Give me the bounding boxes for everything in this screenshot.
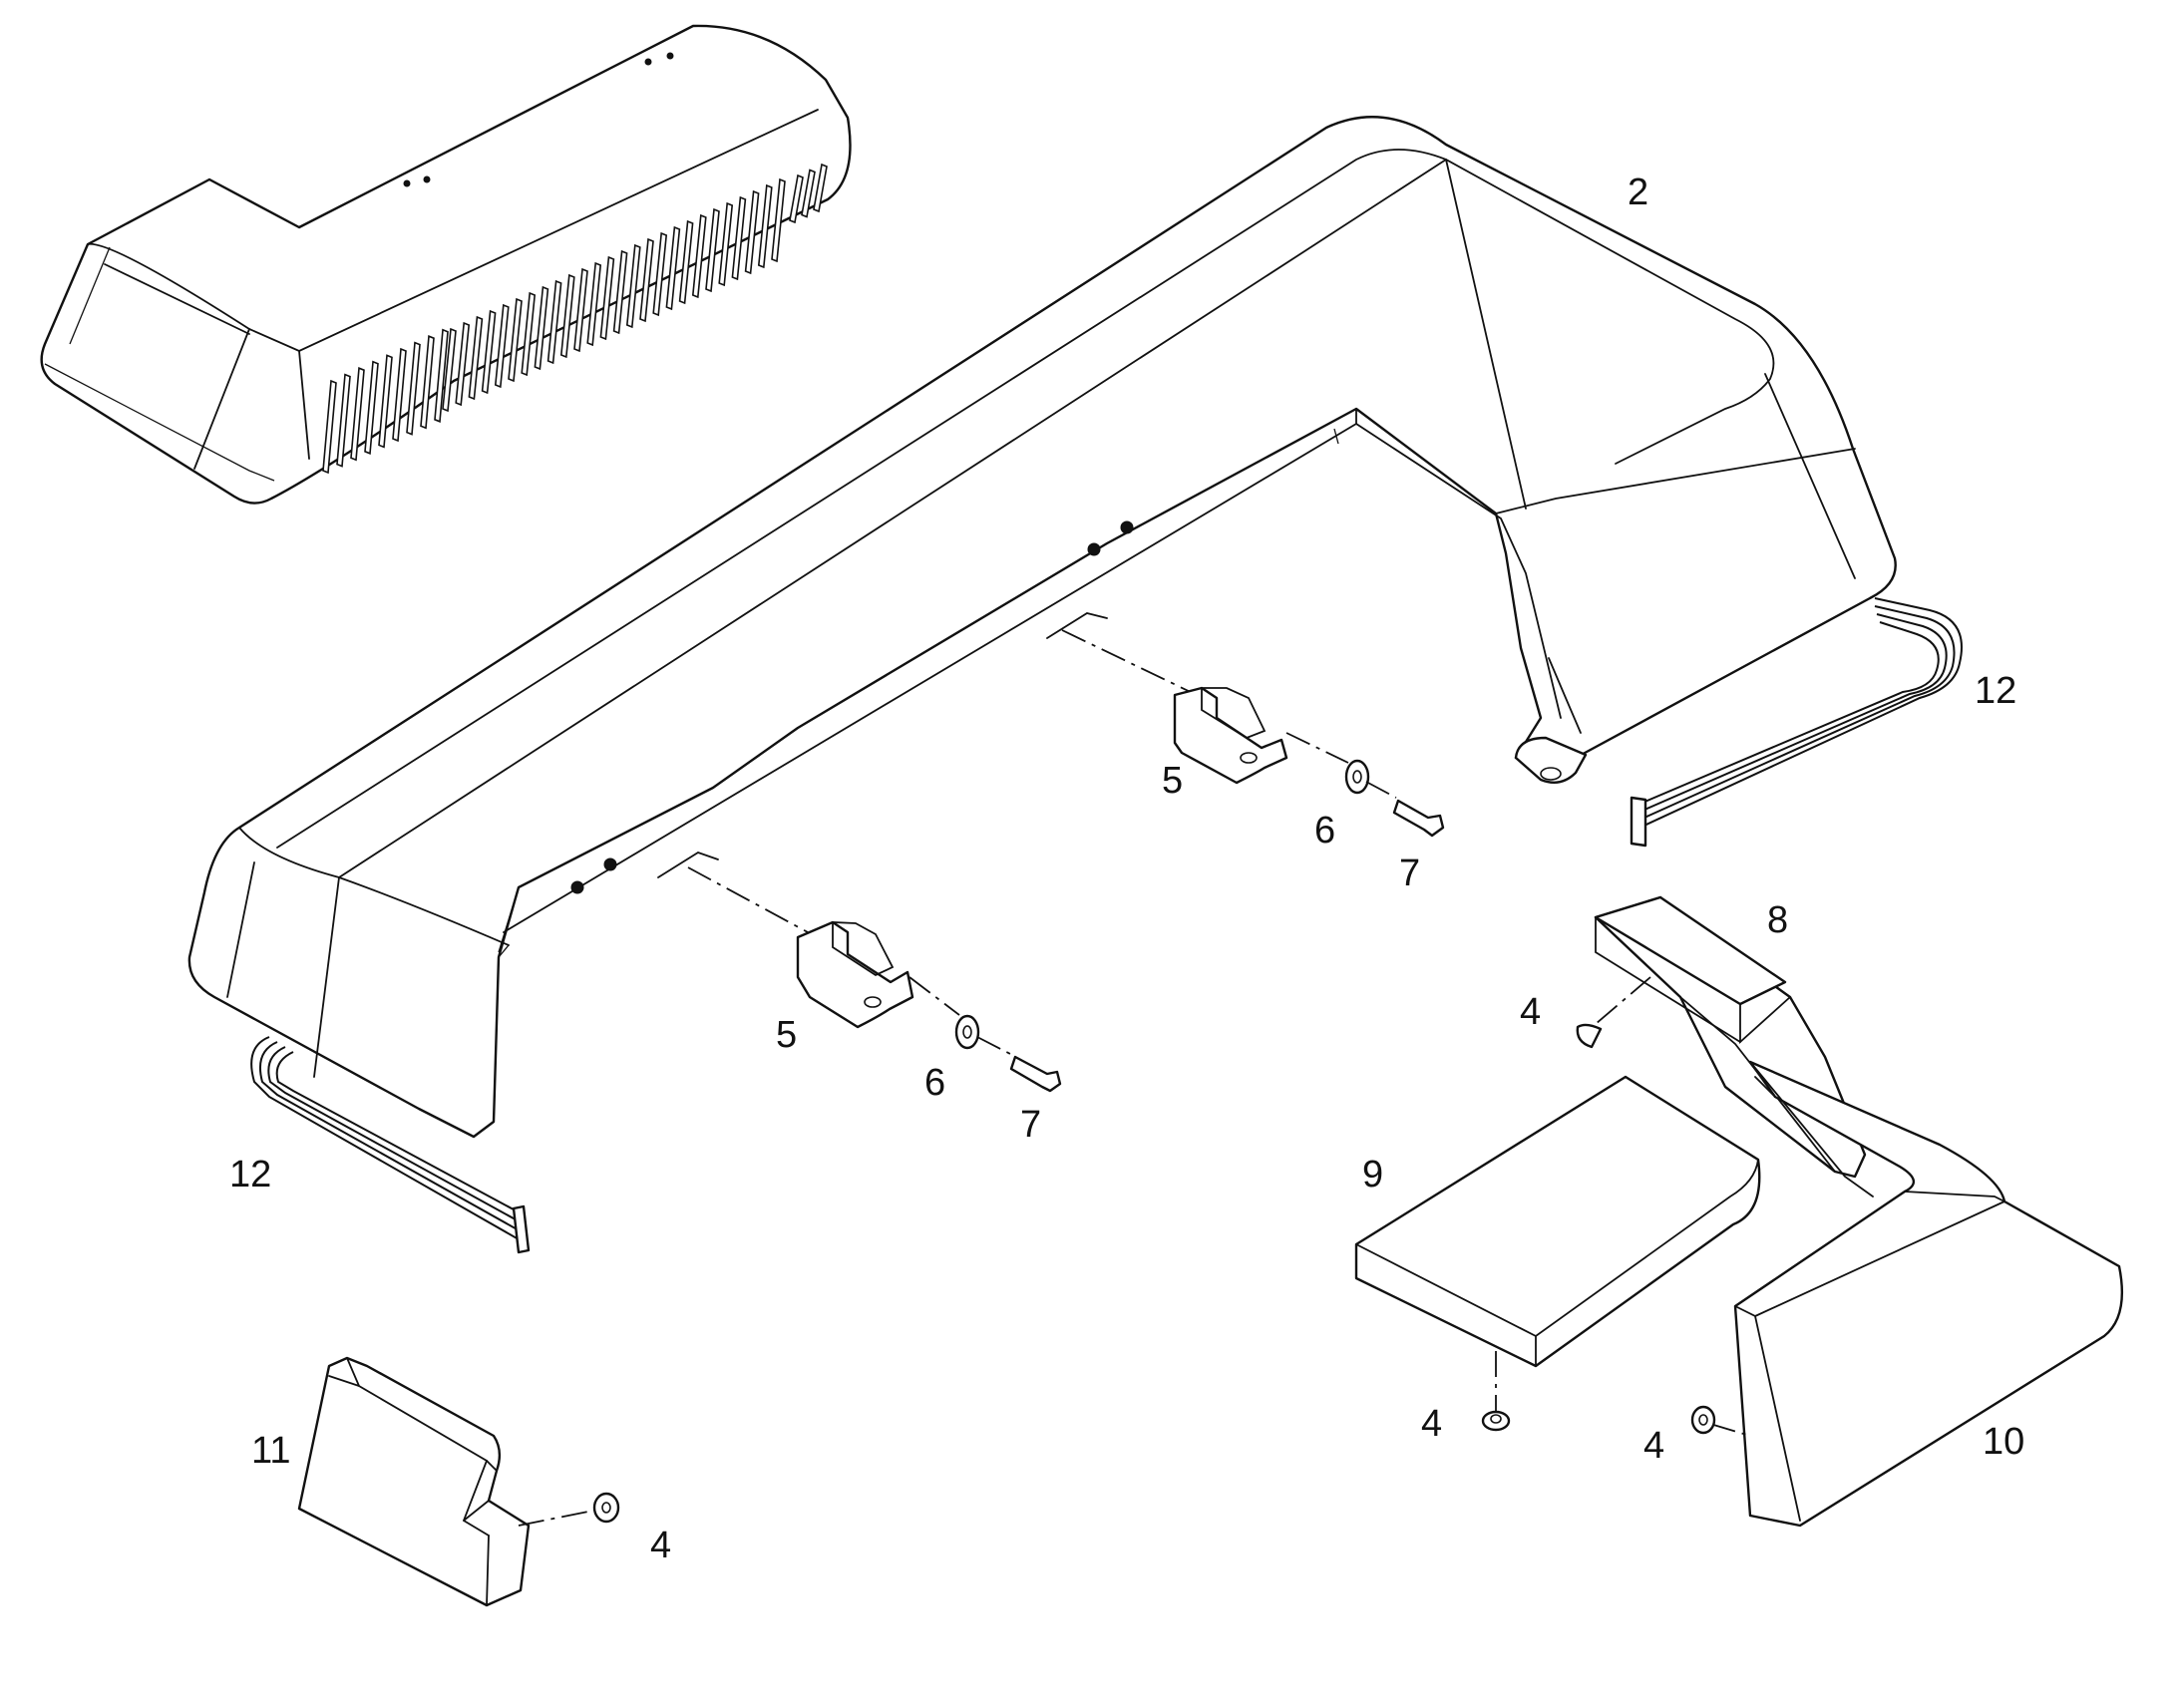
callout-5-lower: 5: [776, 1014, 797, 1056]
vent-slot: [406, 341, 421, 436]
vent-slot: [625, 243, 641, 329]
main-hood: [187, 116, 1897, 1139]
flat-panel: [1354, 1075, 1761, 1432]
vent-slot: [434, 328, 449, 423]
vent-slot: [801, 169, 816, 218]
callout-4-part8: 4: [1520, 991, 1541, 1033]
callout-11: 11: [251, 1430, 290, 1472]
vent-slot: [639, 237, 654, 323]
callout-5-upper: 5: [1162, 760, 1183, 802]
callout-10: 10: [1983, 1421, 2024, 1463]
callout-9: 9: [1362, 1154, 1383, 1196]
callout-12-left: 12: [229, 1154, 271, 1196]
callout-4-part11: 4: [650, 1525, 671, 1566]
vent-slot: [521, 291, 537, 377]
callout-6-upper: 6: [1314, 810, 1335, 852]
vent-slot: [691, 213, 707, 299]
vent-slot: [731, 195, 747, 281]
vent-slot: [378, 354, 393, 449]
callout-4-part10: 4: [1643, 1425, 1664, 1467]
vent-slot: [534, 285, 549, 371]
vent-slot: [494, 303, 510, 389]
callout-12-right: 12: [1975, 670, 2016, 712]
vent-slot: [546, 279, 562, 365]
callout-7-lower: 7: [1020, 1104, 1041, 1146]
seal-strip-right: [1630, 597, 1963, 848]
callout-7-upper: 7: [1399, 853, 1420, 894]
vent-slot: [705, 207, 720, 293]
callout-6-lower: 6: [924, 1062, 945, 1104]
callout-8: 8: [1767, 899, 1788, 941]
vent-slot: [744, 189, 760, 275]
vent-slot: [481, 309, 497, 395]
side-panel: [1690, 1060, 2123, 1528]
vent-slot: [757, 183, 773, 269]
callout-labels: 2 12 5 6 7 8 4 5 6 7 12 9 4 4 10 11 4: [229, 171, 2024, 1566]
vent-slot: [612, 249, 628, 335]
vent-slot: [322, 379, 337, 475]
vent-slot: [771, 177, 786, 263]
vent-slot: [442, 327, 457, 413]
vent-slot: [813, 163, 828, 213]
vent-slot: [559, 273, 575, 359]
vent-slot: [652, 231, 668, 317]
bracket-assembly-lower: [687, 866, 1062, 1093]
callout-4-part9: 4: [1421, 1403, 1442, 1445]
vented-roof-panel: [40, 24, 852, 505]
vent-slot: [599, 255, 615, 341]
end-cap: [297, 1356, 620, 1607]
seal-strip-left: [250, 1036, 531, 1254]
vent-slot: [718, 201, 734, 287]
vent-slot: [586, 261, 602, 347]
vent-slot: [392, 347, 407, 443]
vent-slot: [665, 225, 681, 311]
vent-slot: [789, 173, 804, 224]
vent-slot: [364, 360, 379, 455]
vent-slot: [678, 219, 694, 305]
vent-slot: [573, 267, 588, 353]
vent-slot: [468, 315, 484, 401]
bracket-assembly-upper: [1061, 629, 1445, 838]
vent-slot: [350, 367, 365, 462]
callout-2: 2: [1628, 171, 1648, 213]
vent-slot: [508, 297, 523, 383]
vent-slot: [455, 321, 471, 407]
vent-slot: [420, 335, 435, 430]
vent-slot: [336, 373, 351, 468]
roof-vent-slots: [322, 163, 828, 475]
